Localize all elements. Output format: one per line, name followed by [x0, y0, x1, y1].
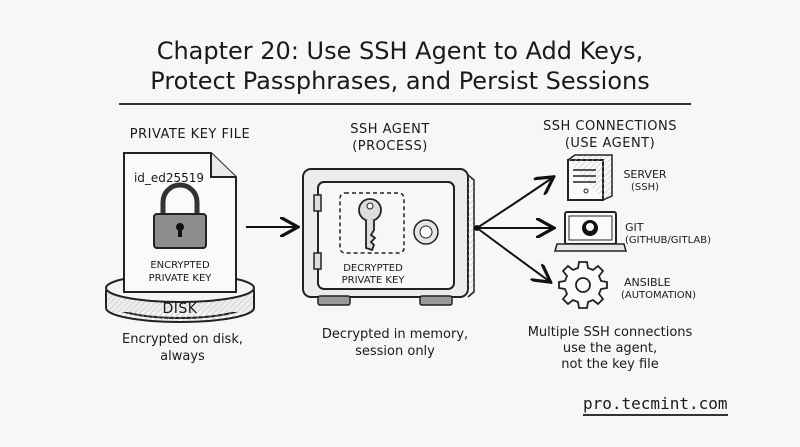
encrypted-label-1: Encrypted: [150, 260, 210, 271]
disk-label: Disk: [162, 301, 198, 317]
private-key-heading: Private Key File: [129, 127, 251, 142]
decrypted-label-2: Private Key: [341, 275, 405, 286]
footer-site-link[interactable]: pro.tecmint.com: [583, 394, 728, 416]
laptop-github-icon: [554, 211, 627, 252]
padlock-icon: [153, 182, 207, 249]
server-icon: [567, 154, 613, 201]
safe-icon: [302, 168, 475, 306]
agent-caption-2: session only: [355, 344, 435, 359]
git-detail: (GitHub/GitLab): [625, 235, 711, 246]
title-line-1: Chapter 20: Use SSH Agent to Add Keys,: [156, 37, 644, 65]
connections-caption-1: Multiple SSH connections: [527, 325, 693, 340]
ansible-detail: (Automation): [621, 290, 697, 301]
title-underline: [119, 103, 691, 105]
ansible-name: Ansible: [624, 276, 671, 289]
connections-caption-3: not the key file: [561, 357, 659, 372]
decrypted-label-1: Decrypted: [343, 263, 403, 274]
connections-subheading: (Use Agent): [564, 136, 656, 151]
agent-heading: SSH Agent: [350, 122, 430, 137]
agent-caption-1: Decrypted in memory,: [321, 327, 469, 342]
agent-subheading: (Process): [352, 139, 428, 154]
encrypted-label-2: Private Key: [148, 273, 212, 284]
gear-icon: [558, 261, 608, 309]
key-icon: [358, 198, 382, 252]
connections-heading: SSH Connections: [543, 119, 677, 134]
server-name: Server: [623, 168, 667, 181]
git-name: Git: [625, 221, 644, 234]
private-key-caption-1: Encrypted on disk,: [122, 332, 243, 347]
connection-arrows: [474, 178, 552, 281]
connections-caption-2: use the agent,: [562, 341, 658, 356]
filename-label: id_ed25519: [133, 171, 205, 185]
private-key-caption-2: always: [160, 349, 205, 364]
server-detail: (SSH): [630, 182, 660, 193]
title-line-2: Protect Passphrases, and Persist Session…: [150, 67, 650, 95]
